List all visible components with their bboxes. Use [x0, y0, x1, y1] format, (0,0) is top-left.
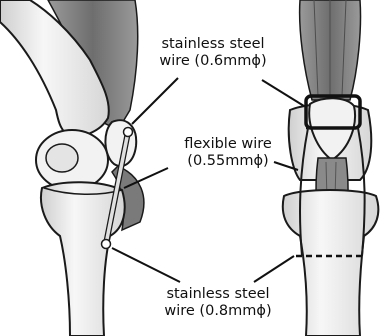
leader-bottom-to-lateral	[112, 248, 180, 282]
label-stainless-steel-wire-0.8: stainless steel wire (0.8mmϕ)	[118, 286, 318, 320]
label-middle-line1: flexible wire	[164, 136, 292, 153]
label-flexible-wire-0.55: flexible wire (0.55mmϕ)	[164, 136, 292, 170]
leader-top-to-lateral	[132, 78, 178, 124]
wire-anchor-tibia-lateral	[102, 240, 111, 249]
label-middle-line2: (0.55mmϕ)	[164, 153, 292, 170]
leader-top-to-anterior	[262, 80, 304, 106]
label-stainless-steel-wire-0.6: stainless steel wire (0.6mmϕ)	[128, 36, 298, 70]
label-top-line2: wire (0.6mmϕ)	[128, 53, 298, 70]
wire-anchor-patella-lateral	[124, 128, 133, 137]
label-bottom-line2: wire (0.8mmϕ)	[118, 303, 318, 320]
label-top-line1: stainless steel	[128, 36, 298, 53]
leader-bottom-to-anterior	[254, 256, 294, 282]
leader-lines	[112, 78, 304, 282]
label-bottom-line1: stainless steel	[118, 286, 318, 303]
